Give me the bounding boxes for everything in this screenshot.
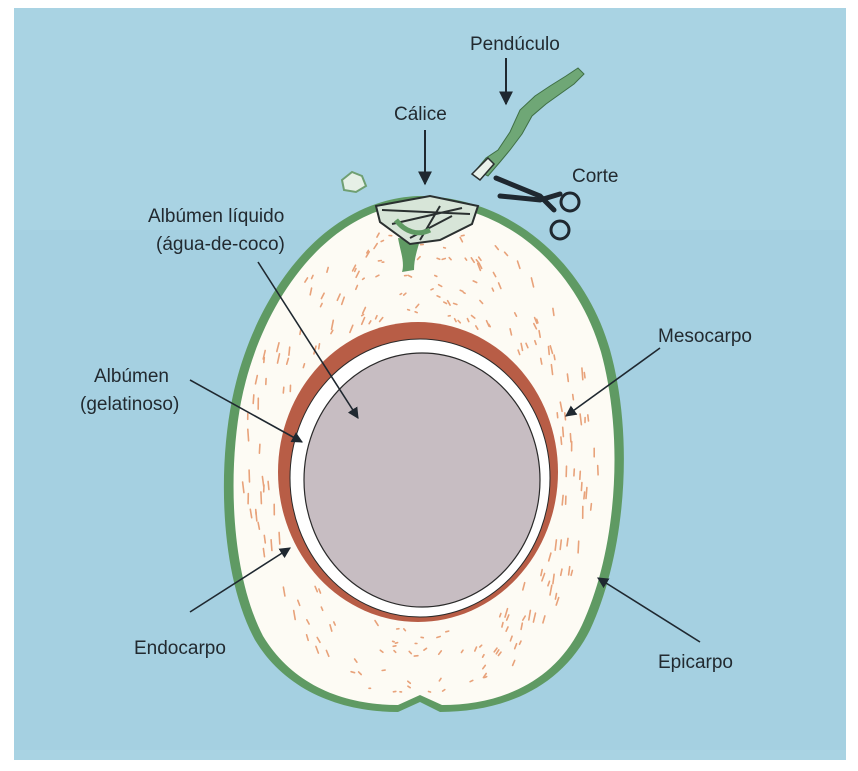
fiber-stroke	[446, 631, 449, 632]
fiber-stroke	[253, 395, 254, 404]
fiber-stroke	[363, 278, 365, 279]
fiber-stroke	[393, 646, 396, 647]
label-albumen-2: (gelatinoso)	[80, 394, 179, 415]
fiber-stroke	[300, 330, 301, 335]
label-endocarpo: Endocarpo	[134, 638, 226, 659]
fiber-stroke	[429, 692, 431, 693]
fiber-stroke	[463, 292, 465, 293]
fiber-stroke	[261, 492, 262, 504]
fiber-stroke	[465, 258, 466, 260]
fiber-stroke	[582, 368, 583, 380]
fiber-stroke	[562, 495, 563, 505]
fiber-stroke	[279, 532, 280, 544]
fiber-stroke	[578, 541, 579, 553]
label-albumen-liquido-1: Albúmen líquido	[148, 206, 284, 227]
fiber-stroke	[573, 395, 574, 400]
label-calice: Cálice	[394, 104, 447, 125]
fiber-stroke	[588, 415, 589, 421]
fiber-stroke	[584, 492, 585, 499]
fiber-stroke	[400, 294, 402, 295]
fiber-stroke	[289, 347, 290, 355]
label-albumen-1: Albúmen	[94, 366, 169, 387]
fiber-stroke	[570, 434, 571, 442]
fiber-stroke	[485, 677, 487, 678]
fiber-stroke	[565, 413, 566, 420]
fiber-stroke	[256, 510, 257, 516]
label-penduculo: Pendúculo	[470, 34, 560, 55]
fiber-stroke	[442, 259, 445, 260]
fiber-stroke	[500, 614, 501, 617]
fiber-stroke	[563, 427, 564, 436]
fiber-stroke	[561, 437, 562, 444]
label-mesocarpo: Mesocarpo	[658, 326, 752, 347]
fiber-stroke	[431, 289, 433, 290]
fiber-stroke	[554, 355, 555, 360]
fiber-stroke	[586, 488, 587, 499]
fiber-stroke	[454, 303, 457, 304]
fiber-stroke	[283, 387, 284, 393]
fiber-stroke	[555, 594, 556, 600]
fiber-stroke	[263, 549, 264, 557]
fiber-stroke	[437, 258, 440, 259]
fiber-stroke	[271, 540, 272, 551]
fiber-stroke	[435, 276, 437, 277]
fiber-stroke	[264, 535, 265, 543]
fiber-stroke	[461, 235, 464, 236]
fiber-stroke	[351, 672, 355, 673]
fiber-stroke	[268, 481, 269, 489]
fiber-stroke	[362, 315, 364, 316]
fiber-stroke	[381, 241, 383, 242]
fiber-stroke	[259, 444, 260, 453]
label-corte: Corte	[572, 166, 618, 187]
label-epicarpo: Epicarpo	[658, 652, 733, 673]
fiber-stroke	[539, 331, 540, 338]
fiber-stroke	[541, 358, 542, 364]
fiber-stroke	[460, 290, 463, 291]
fiber-stroke	[319, 344, 320, 349]
fiber-stroke	[408, 310, 410, 311]
fiber-stroke	[581, 483, 582, 491]
fiber-stroke	[580, 471, 581, 479]
label-albumen-liquido-2: (água-de-coco)	[156, 234, 285, 255]
albumen-liquid-cavity	[304, 353, 540, 607]
fiber-stroke	[502, 623, 503, 627]
fiber-stroke	[395, 643, 397, 644]
fiber-stroke	[553, 308, 554, 315]
fiber-stroke	[393, 641, 395, 642]
fiber-stroke	[567, 538, 568, 546]
fiber-stroke	[557, 413, 558, 418]
fiber-stroke	[569, 567, 570, 575]
fiber-stroke	[584, 373, 585, 378]
fiber-stroke	[567, 374, 568, 381]
fiber-stroke	[560, 540, 561, 549]
fiber-stroke	[549, 347, 550, 355]
fiber-stroke	[415, 312, 417, 313]
fiber-stroke	[591, 504, 592, 510]
fiber-stroke	[248, 429, 249, 441]
fiber-stroke	[437, 637, 440, 638]
